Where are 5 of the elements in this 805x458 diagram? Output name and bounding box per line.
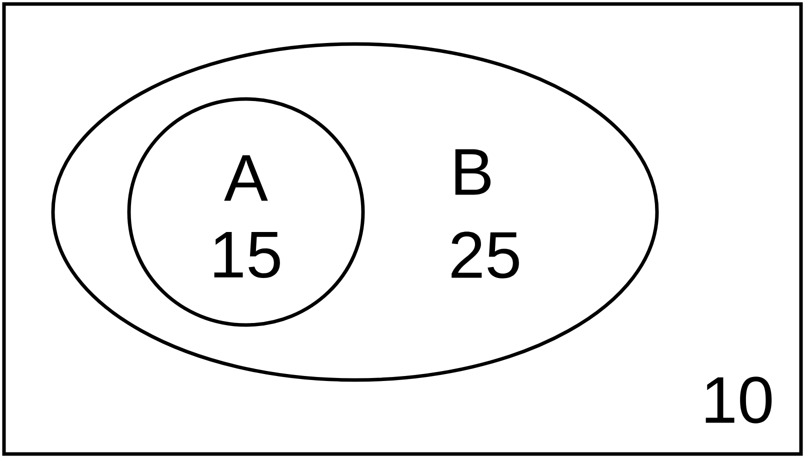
count-label: 25 <box>452 232 519 278</box>
count-label: 15 <box>214 232 280 278</box>
count-label: 10 <box>706 376 772 424</box>
set-label: B <box>455 149 491 195</box>
set-label: A <box>224 155 268 201</box>
